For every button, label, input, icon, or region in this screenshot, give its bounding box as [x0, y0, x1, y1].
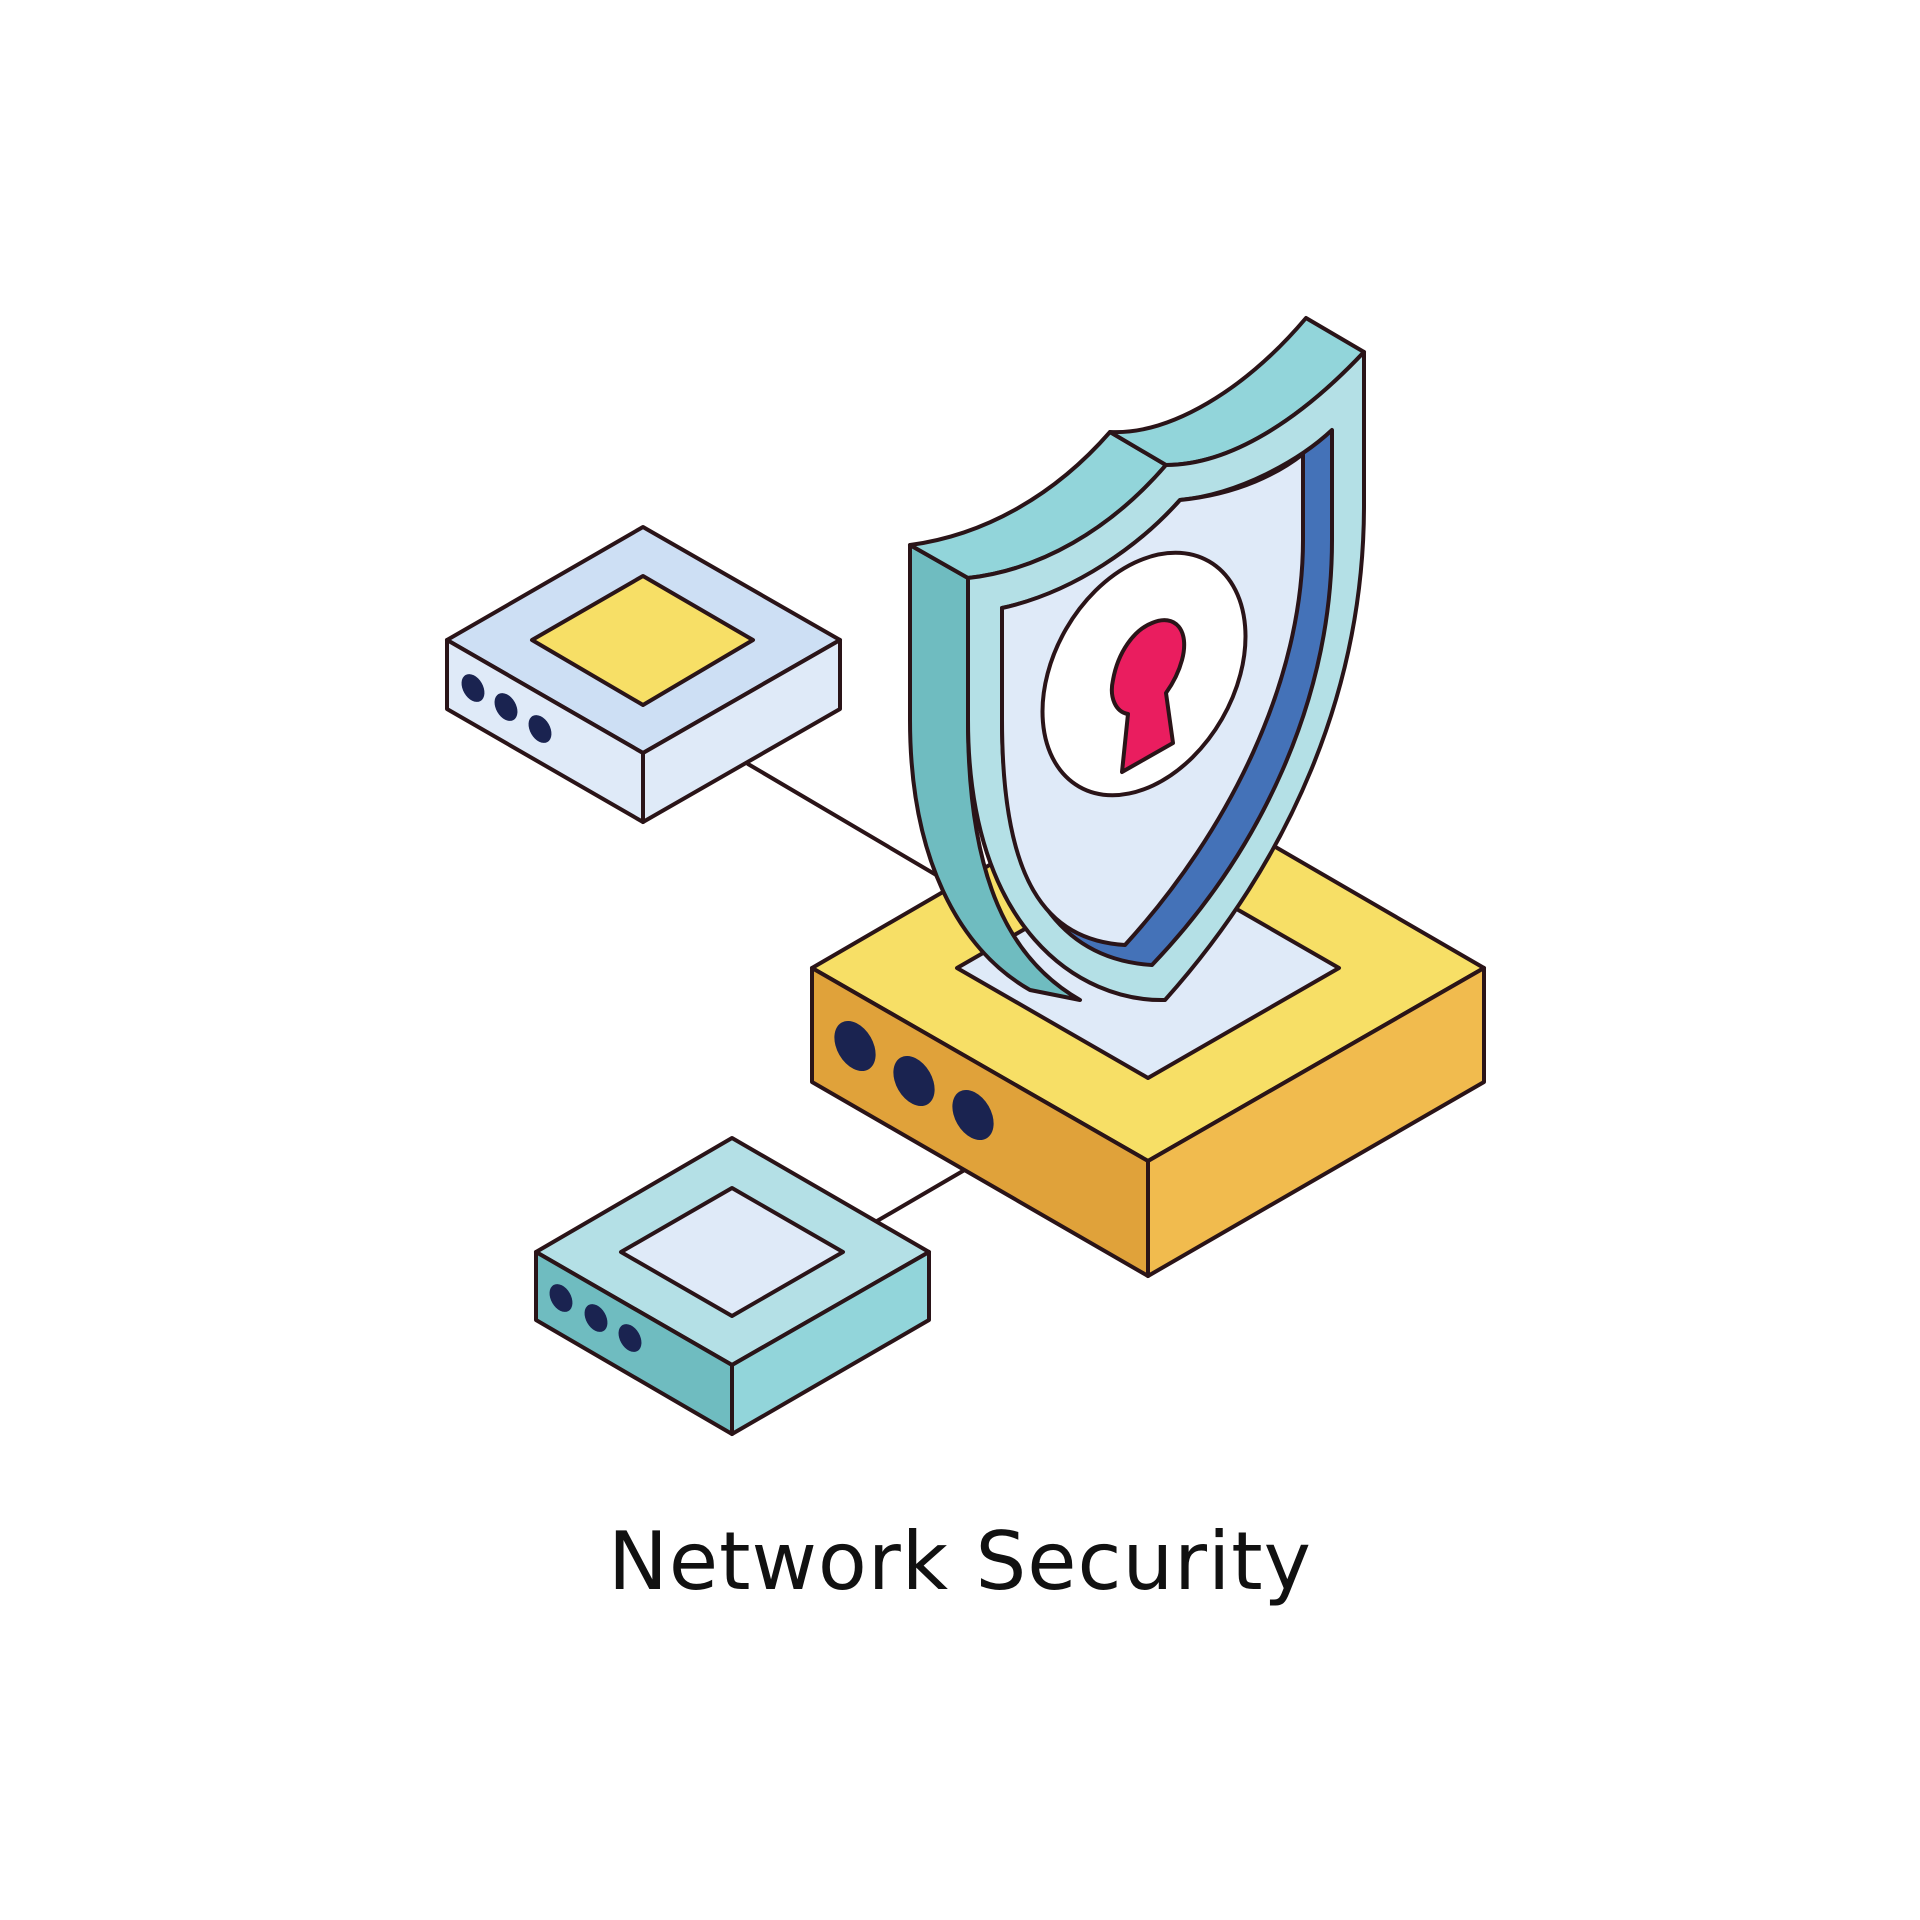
- network-connectors: [746, 762, 970, 1223]
- shield-keyhole-icon: [908, 316, 1366, 1003]
- server-top-left-led-dots-icon: [461, 674, 552, 743]
- server-top-left-right-face: [641, 638, 842, 824]
- server-main-right-face: [1146, 966, 1486, 1278]
- shield-side-edge: [908, 543, 1082, 1002]
- connector-line-top: [746, 762, 962, 891]
- keyhole-icon: [1109, 618, 1187, 774]
- server-bottom-left-right-face: [730, 1250, 931, 1436]
- connector-line-bottom: [875, 1166, 970, 1223]
- server-box-top-left: [445, 525, 842, 824]
- server-bottom-left-led-dots-icon: [549, 1284, 642, 1352]
- server-top-left-panel: [530, 574, 755, 707]
- server-box-bottom-left: [534, 1136, 931, 1436]
- server-bottom-left-panel: [619, 1186, 845, 1318]
- caption-title: Network Security: [608, 1515, 1312, 1608]
- server-main-led-dots-icon: [834, 1020, 994, 1141]
